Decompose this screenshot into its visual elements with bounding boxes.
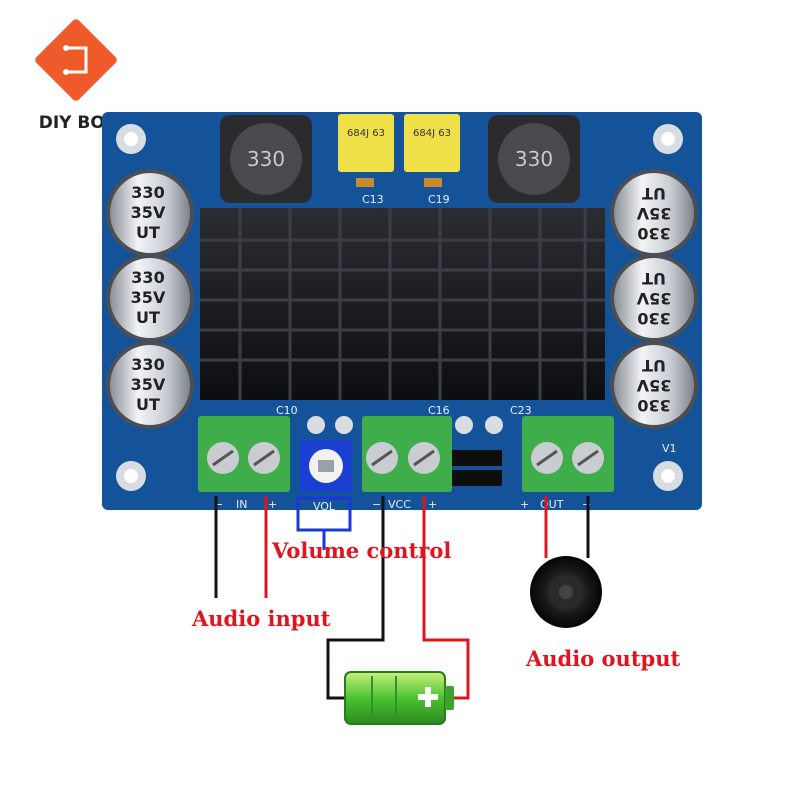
out-plus: + xyxy=(520,498,529,511)
battery-icon xyxy=(344,671,454,725)
svg-text:330: 330 xyxy=(131,183,164,202)
silk-c10: C10 xyxy=(276,404,298,417)
electrolytic-cap-left-2: 330 35V UT xyxy=(106,254,194,342)
svg-text:330: 330 xyxy=(637,309,670,328)
svg-text:35V: 35V xyxy=(636,289,671,308)
brand-logo: DIY BOX xyxy=(35,19,118,133)
vcc-label: VCC xyxy=(388,498,411,511)
electrolytic-cap-right-1: 330 35V UT xyxy=(610,169,698,257)
smd-cap-c13 xyxy=(356,178,374,187)
terminal-vcc xyxy=(362,416,452,492)
inductor-left-label: 330 xyxy=(247,147,285,171)
heatsink xyxy=(200,208,605,400)
svg-text:35V: 35V xyxy=(131,203,166,222)
out-label: OUT xyxy=(540,498,564,511)
svg-text:35V: 35V xyxy=(636,376,671,395)
smd-cap-c19 xyxy=(424,178,442,187)
electrolytic-cap-left-1: 330 35V UT xyxy=(106,169,194,257)
inductor-right-label: 330 xyxy=(515,147,553,171)
electrolytic-cap-left-3: 330 35V UT xyxy=(106,341,194,429)
small-components xyxy=(307,416,503,486)
volume-potentiometer xyxy=(300,440,352,492)
svg-text:330: 330 xyxy=(131,355,164,374)
terminal-in xyxy=(198,416,290,492)
film-cap-right-label: 684J 63 xyxy=(413,128,451,139)
vcc-plus: + xyxy=(428,498,437,511)
mounting-holes xyxy=(116,124,683,491)
svg-text:UT: UT xyxy=(642,184,666,203)
in-plus: + xyxy=(268,498,277,511)
svg-text:UT: UT xyxy=(136,308,160,327)
electrolytic-cap-right-2: 330 35V UT xyxy=(610,254,698,342)
svg-text:UT: UT xyxy=(642,269,666,288)
vol-label: VOL xyxy=(313,500,336,513)
audio-output-label: Audio output xyxy=(525,646,680,671)
film-capacitor-left: 684J 63 xyxy=(338,114,394,172)
logo-diamond-icon xyxy=(35,19,117,101)
film-cap-left-label: 684J 63 xyxy=(347,128,385,139)
silk-c13: C13 xyxy=(362,193,384,206)
silk-c19: C19 xyxy=(428,193,450,206)
vcc-minus: − xyxy=(372,498,381,511)
film-capacitor-right: 684J 63 xyxy=(404,114,460,172)
in-minus: − xyxy=(214,498,223,511)
svg-text:330: 330 xyxy=(637,224,670,243)
svg-text:330: 330 xyxy=(131,268,164,287)
inductor-left: 330 xyxy=(220,115,312,203)
svg-text:UT: UT xyxy=(642,356,666,375)
in-label: IN xyxy=(236,498,247,511)
audio-input-label: Audio input xyxy=(191,606,331,631)
terminal-out xyxy=(522,416,614,492)
svg-text:35V: 35V xyxy=(131,288,166,307)
svg-text:UT: UT xyxy=(136,223,160,242)
wire-vcc-minus xyxy=(326,496,385,700)
wire-vcc-plus xyxy=(422,496,470,700)
svg-text:330: 330 xyxy=(637,396,670,415)
silk-c16: C16 xyxy=(428,404,450,417)
inductor-right: 330 xyxy=(488,115,580,203)
electrolytic-cap-right-3: 330 35V UT xyxy=(610,341,698,429)
silk-version: V1 xyxy=(662,442,677,455)
logo-circuit-icon xyxy=(66,46,88,74)
svg-text:UT: UT xyxy=(136,395,160,414)
brand-name: DIY BOX xyxy=(39,113,118,133)
speaker-icon xyxy=(530,556,602,628)
svg-text:35V: 35V xyxy=(131,375,166,394)
svg-text:35V: 35V xyxy=(636,204,671,223)
silk-c23: C23 xyxy=(510,404,532,417)
volume-control-label: Volume control xyxy=(271,538,451,563)
